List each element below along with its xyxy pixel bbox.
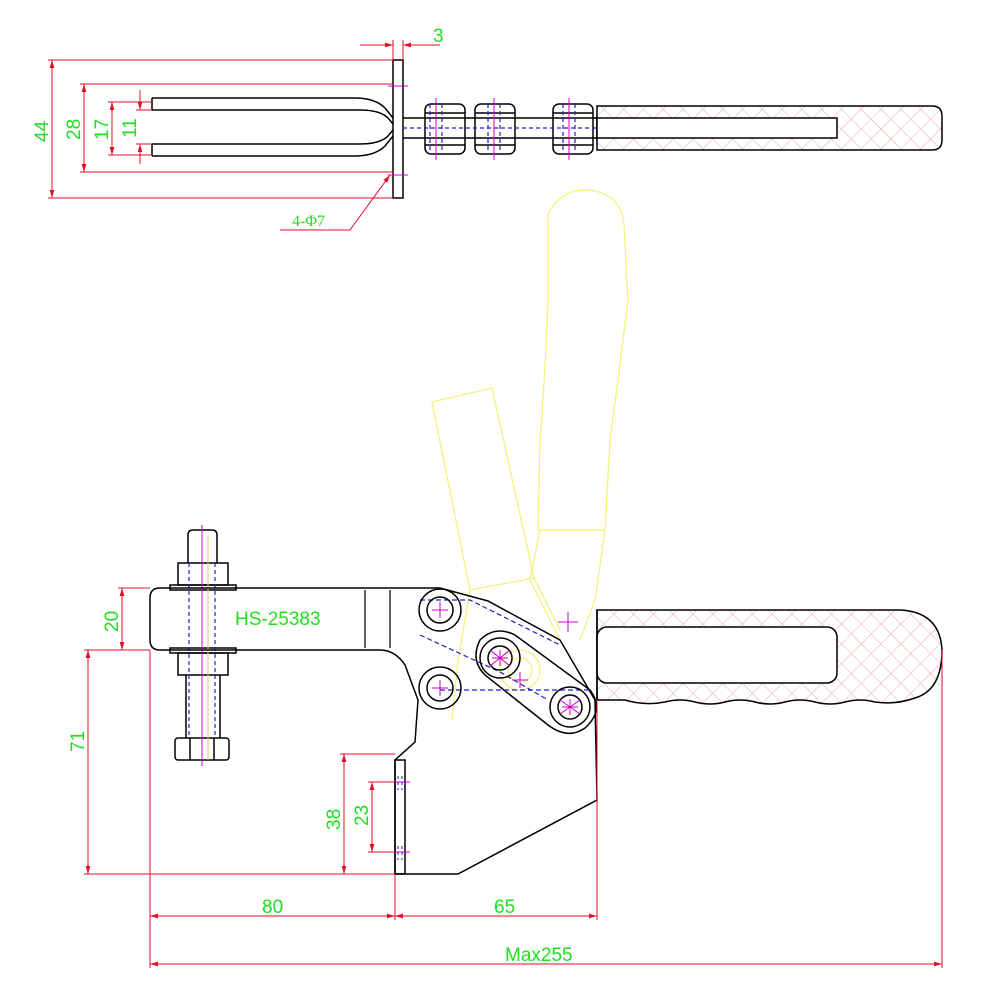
pivot-centers xyxy=(432,602,581,715)
dim-label-71: 71 xyxy=(68,731,89,752)
dim-label-28: 28 xyxy=(64,119,85,140)
spindle-bolt xyxy=(169,529,237,761)
linkage-hidden xyxy=(419,599,590,701)
side-handle-slot xyxy=(596,626,838,684)
dim-label-23: 23 xyxy=(352,805,373,826)
top-hole-marks xyxy=(388,85,408,176)
top-arms xyxy=(151,97,394,157)
dim-label-80: 80 xyxy=(262,897,283,918)
clamp-body-outline xyxy=(149,587,598,875)
model-label: HS-25383 xyxy=(235,609,321,630)
dim-label-17: 17 xyxy=(92,119,113,140)
phantom-open-positions xyxy=(431,189,629,721)
side-base-plate xyxy=(394,759,406,875)
dim-label-11: 11 xyxy=(120,118,141,138)
linkage xyxy=(475,630,598,734)
hole-callout: 4-Φ7 xyxy=(292,213,325,230)
pivot-pin-3 xyxy=(479,637,521,679)
dim-label-38: 38 xyxy=(324,809,345,830)
pivot-pins xyxy=(418,588,591,728)
side-hole-hidden xyxy=(397,776,403,860)
pivot-pin-2 xyxy=(418,666,462,710)
side-view: HS-25383 xyxy=(149,525,943,875)
side-dimension-labels: 20 71 38 23 80 65 Max255 xyxy=(68,611,573,966)
top-base-plate xyxy=(392,59,404,199)
top-pin-centerlines xyxy=(435,98,570,160)
dim-label-20: 20 xyxy=(102,611,123,632)
pivot-pin-4 xyxy=(549,686,591,728)
top-view xyxy=(151,59,943,199)
dim-label-3: 3 xyxy=(433,26,444,47)
side-dimensions xyxy=(84,587,943,968)
dim-label-65: 65 xyxy=(494,897,515,918)
top-dimension-labels: 3 44 28 17 11 4-Φ7 xyxy=(32,26,444,230)
side-hole-marks xyxy=(390,781,410,853)
top-hidden-pins xyxy=(403,104,597,154)
dim-label-max255: Max255 xyxy=(505,945,573,966)
pivot-pin-1 xyxy=(418,588,462,632)
top-handle-slot xyxy=(596,117,838,139)
dim-label-44: 44 xyxy=(32,120,53,142)
top-dimensions xyxy=(48,40,440,231)
